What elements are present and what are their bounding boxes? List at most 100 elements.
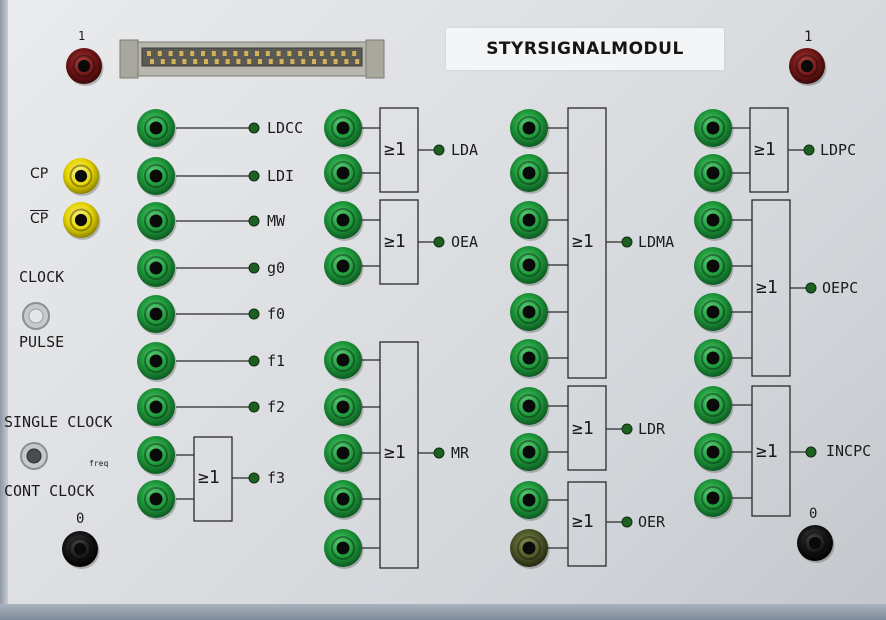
power-socket-top-right[interactable]	[789, 48, 827, 86]
output-indicator-led	[621, 423, 633, 435]
signal-socket-col2-8[interactable]	[324, 480, 364, 520]
output-indicator-led	[248, 122, 260, 134]
cp-label: CP	[30, 166, 49, 182]
connector-pin	[341, 51, 346, 56]
panel-title: STYRSIGNALMODUL	[486, 39, 684, 59]
output-indicator-led	[433, 236, 445, 248]
or-gate-incpc: ≥1	[756, 441, 778, 462]
signal-socket-col2-1[interactable]	[324, 109, 364, 149]
connector-pin	[330, 51, 335, 56]
output-label-oer: OER	[638, 513, 666, 531]
connector-pin	[333, 59, 338, 64]
signal-socket-col2-2[interactable]	[324, 154, 364, 194]
signal-socket-col3-5[interactable]	[510, 293, 550, 333]
signal-socket-col4-4[interactable]	[694, 247, 734, 287]
signal-socket-col2-4[interactable]	[324, 247, 364, 287]
signal-socket-col1-8[interactable]	[137, 436, 177, 476]
signal-socket-col2-9[interactable]	[324, 529, 364, 569]
signal-socket-col3-4[interactable]	[510, 246, 550, 286]
output-indicator-led	[433, 144, 445, 156]
single-cont-clock-switch[interactable]	[20, 442, 48, 470]
signal-socket-col1-3[interactable]	[137, 202, 177, 242]
signal-socket-col4-9[interactable]	[694, 479, 734, 519]
output-label-f2: f2	[267, 398, 286, 416]
or-gate-oer: ≥1	[572, 511, 594, 532]
signal-socket-col2-3[interactable]	[324, 201, 364, 241]
output-label-g0: g0	[267, 259, 286, 277]
cont-clock-label: CONT CLOCK	[4, 482, 95, 500]
output-label-oea: OEA	[451, 233, 479, 251]
output-label-ldcc: LDCC	[267, 119, 304, 137]
signal-socket-col4-3[interactable]	[694, 201, 734, 241]
output-label-mw: MW	[267, 212, 286, 230]
title-plate: STYRSIGNALMODUL	[446, 28, 724, 70]
signal-socket-col1-5[interactable]	[137, 295, 177, 335]
signal-socket-col4-6[interactable]	[694, 339, 734, 379]
connector-pin	[201, 51, 205, 56]
or-gate-f3: ≥1	[198, 467, 220, 488]
signal-socket-col2-5[interactable]	[324, 341, 364, 381]
cp-socket[interactable]	[63, 158, 101, 196]
output-indicator-led	[433, 447, 445, 459]
connector-pin	[171, 59, 176, 64]
signal-socket-col1-1[interactable]	[137, 109, 177, 149]
signal-socket-col3-7[interactable]	[510, 387, 550, 427]
connector-pin	[322, 59, 327, 64]
connector-pin	[147, 51, 151, 56]
signal-socket-col4-8[interactable]	[694, 433, 734, 473]
signal-socket-col4-1[interactable]	[694, 109, 734, 149]
output-indicator-led	[621, 516, 633, 528]
output-label-lda: LDA	[451, 141, 479, 159]
signal-socket-col3-8[interactable]	[510, 433, 550, 473]
connector-pin	[287, 51, 292, 56]
signal-socket-col3-10[interactable]	[510, 529, 550, 569]
panel-bottom-edge	[0, 604, 886, 620]
output-indicator-led	[248, 472, 260, 484]
output-label-f1: f1	[267, 352, 286, 370]
marker-bottom-right: 0	[809, 506, 818, 522]
output-indicator-led	[621, 236, 633, 248]
connector-pin	[204, 59, 208, 64]
panel-left-edge	[0, 0, 8, 620]
signal-socket-col1-9[interactable]	[137, 480, 177, 520]
clock-pulse-switch[interactable]	[22, 302, 50, 330]
connector-pin	[319, 51, 324, 56]
signal-socket-col3-2[interactable]	[510, 154, 550, 194]
signal-socket-col4-2[interactable]	[694, 154, 734, 194]
signal-socket-col1-6[interactable]	[137, 342, 177, 382]
connector-pin	[279, 59, 284, 64]
signal-socket-col2-7[interactable]	[324, 434, 364, 474]
connector-pin	[160, 59, 165, 64]
output-label-ldma: LDMA	[638, 233, 675, 251]
or-gate-lda: ≥1	[384, 139, 406, 160]
signal-socket-col1-4[interactable]	[137, 249, 177, 289]
connector-pin	[214, 59, 219, 64]
connector-pin	[255, 51, 259, 56]
signal-socket-col1-7[interactable]	[137, 388, 177, 428]
signal-socket-col3-1[interactable]	[510, 109, 550, 149]
ground-socket-bottom-left[interactable]	[62, 531, 100, 569]
signal-socket-col3-3[interactable]	[510, 201, 550, 241]
output-indicator-led	[805, 446, 817, 458]
signal-socket-col2-6[interactable]	[324, 388, 364, 428]
single-clock-label: SINGLE CLOCK	[4, 413, 113, 431]
or-gate-oepc: ≥1	[756, 277, 778, 298]
signal-socket-col4-7[interactable]	[694, 386, 734, 426]
power-socket-top-left[interactable]	[66, 48, 104, 86]
cp-bar-socket[interactable]	[63, 202, 101, 240]
connector-pin	[276, 51, 281, 56]
or-gate-mr: ≥1	[384, 442, 406, 463]
or-gate-oea: ≥1	[384, 231, 406, 252]
signal-socket-col3-6[interactable]	[510, 339, 550, 379]
output-indicator-led	[248, 170, 260, 182]
output-indicator-led	[248, 355, 260, 367]
connector-pin	[344, 59, 349, 64]
or-gate-ldpc: ≥1	[754, 139, 776, 160]
connector-pin	[150, 59, 154, 64]
ground-socket-bottom-right[interactable]	[797, 525, 835, 563]
signal-socket-col1-2[interactable]	[137, 157, 177, 197]
signal-socket-col3-9[interactable]	[510, 481, 550, 521]
signal-socket-col4-5[interactable]	[694, 293, 734, 333]
